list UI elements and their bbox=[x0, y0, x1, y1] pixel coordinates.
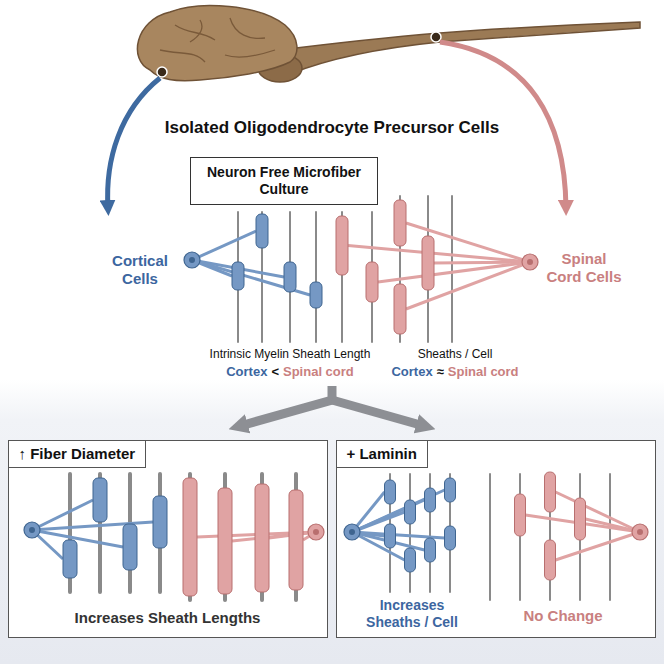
microfiber bbox=[451, 196, 453, 342]
comparison-heading: Sheaths / Cell bbox=[418, 347, 493, 361]
cell-process bbox=[32, 530, 123, 547]
cell-process bbox=[192, 231, 256, 260]
label-group: Cortex ≈Spinal cord bbox=[391, 364, 518, 380]
cell-nucleus bbox=[349, 529, 355, 535]
node-text: Neuron Free Microfiber Culture bbox=[199, 164, 369, 198]
panel-heading: + Laminin bbox=[336, 440, 428, 468]
oligodendrocyte bbox=[183, 478, 324, 596]
myelin-sheath bbox=[405, 500, 416, 524]
myelin-sheath bbox=[63, 540, 77, 578]
myelin-sheath bbox=[232, 262, 244, 290]
cell-process bbox=[556, 532, 641, 560]
cell-body bbox=[24, 522, 40, 538]
population-label: Cortical Cells bbox=[100, 252, 180, 288]
comparison-term: Cortex bbox=[391, 364, 432, 380]
myelin-sheath bbox=[385, 480, 396, 504]
label-group: Sheaths / Cell bbox=[418, 347, 493, 361]
myelin-sheath bbox=[284, 262, 296, 292]
microfiber bbox=[519, 474, 521, 600]
myelin-sheath bbox=[445, 478, 456, 502]
comparison-symbol: < bbox=[271, 364, 279, 380]
cortex-arrow bbox=[108, 78, 160, 208]
myelin-sheath bbox=[123, 524, 137, 570]
panel-heading: ↑ Fiber Diameter bbox=[8, 440, 147, 468]
comparison-term: Spinal cord bbox=[448, 364, 519, 380]
microfiber bbox=[409, 474, 411, 592]
oligodendrocyte bbox=[24, 478, 167, 578]
myelin-sheath bbox=[256, 214, 268, 248]
node-text: ↑ Fiber Diameter bbox=[19, 445, 136, 463]
cell-nucleus bbox=[313, 529, 319, 535]
cell-process bbox=[352, 532, 445, 538]
comparison-heading: Intrinsic Myelin Sheath Length bbox=[210, 347, 371, 361]
cell-body bbox=[308, 524, 324, 540]
myelin-sheath bbox=[425, 488, 436, 512]
oligodendrocyte bbox=[515, 472, 649, 580]
cell-body bbox=[632, 524, 648, 540]
myelin-sheath bbox=[405, 548, 416, 572]
myelin-sheath bbox=[153, 496, 167, 548]
label-group: Intrinsic Myelin Sheath Length bbox=[210, 347, 371, 361]
node-text: + Laminin bbox=[347, 445, 417, 463]
microfiber bbox=[315, 212, 317, 342]
node-text: No Change bbox=[513, 607, 613, 625]
myelin-sheath bbox=[289, 490, 303, 590]
cell-process bbox=[192, 260, 310, 295]
myelin-sheath bbox=[385, 524, 396, 548]
oligodendrocyte bbox=[184, 214, 322, 308]
oligodendrocyte bbox=[344, 478, 456, 572]
label-group: Cortical Cells bbox=[100, 252, 180, 288]
cell-nucleus bbox=[29, 527, 35, 533]
myelin-sheath bbox=[545, 472, 556, 512]
culture-box: Neuron Free Microfiber Culture bbox=[190, 157, 378, 205]
microfiber bbox=[489, 474, 491, 600]
cell-process bbox=[556, 492, 641, 532]
myelin-sheath bbox=[93, 478, 107, 522]
result-panel: Increases Sheaths / Cell No Change + Lamin… bbox=[336, 440, 656, 638]
myelin-sheath bbox=[183, 478, 197, 596]
myelin-sheath bbox=[425, 538, 436, 562]
myelin-sheath bbox=[422, 236, 434, 290]
population-label: Spinal Cord Cells bbox=[542, 250, 626, 286]
cell-body bbox=[344, 524, 360, 540]
oligodendrocyte bbox=[336, 200, 538, 334]
myelin-sheath bbox=[394, 284, 406, 334]
node-text: Increases Sheath Lengths bbox=[9, 609, 326, 627]
myelin-sheath bbox=[255, 484, 269, 592]
comparison-term: Cortex bbox=[226, 364, 267, 380]
panel-ground bbox=[336, 440, 656, 638]
cell-nucleus bbox=[189, 257, 195, 263]
result-panel: Increases Sheath Lengths ↑ Fiber Diameter bbox=[8, 440, 328, 638]
microfiber bbox=[609, 474, 611, 600]
myelin-sheath bbox=[336, 216, 348, 275]
myelin-sheath bbox=[445, 526, 456, 550]
myelin-sheath bbox=[218, 488, 232, 594]
myelin-sheath bbox=[366, 262, 378, 302]
myelin-sheath bbox=[575, 498, 586, 540]
brain-spinal-cord bbox=[137, 6, 640, 82]
label-group: Cortex<Spinal cord bbox=[226, 364, 354, 380]
label-group: Spinal Cord Cells bbox=[542, 250, 626, 286]
myelin-sheath bbox=[515, 494, 526, 536]
panel-ground bbox=[8, 440, 328, 638]
cell-nucleus bbox=[527, 259, 533, 265]
cell-body bbox=[184, 252, 200, 268]
node-text: Increases Sheaths / Cell bbox=[351, 597, 473, 631]
myelin-sheath bbox=[545, 540, 556, 580]
comparison-symbol: ≈ bbox=[437, 364, 444, 380]
cell-body bbox=[522, 254, 538, 270]
myelin-sheath bbox=[310, 282, 322, 308]
comparison-term: Spinal cord bbox=[283, 364, 354, 380]
title: Isolated Oligodendrocyte Precursor Cells bbox=[0, 118, 664, 138]
myelin-sheath bbox=[394, 200, 406, 246]
cell-nucleus bbox=[637, 529, 643, 535]
cell-process bbox=[378, 262, 530, 282]
fork-arrow bbox=[240, 386, 424, 426]
